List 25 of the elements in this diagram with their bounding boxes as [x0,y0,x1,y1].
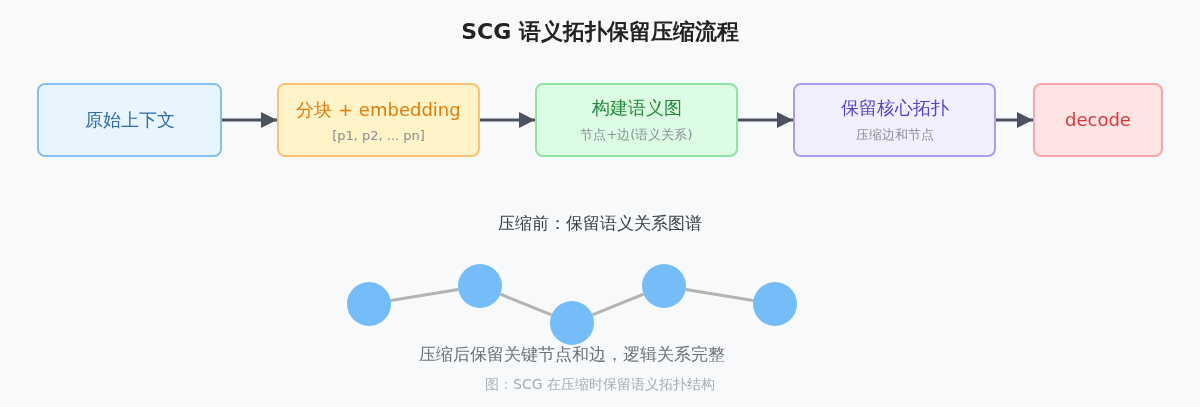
note-text: 压缩后保留关键节点和边，逻辑关系完整 [418,343,726,366]
box-title: decode [1065,108,1131,132]
box-title: 构建语义图 [591,96,682,120]
box-title: 保留核心拓扑 [840,96,949,120]
process-box [535,83,738,157]
box-title: 分块 + embedding [296,97,461,122]
arrow [222,112,277,128]
process-box [793,83,996,157]
diagram-title: SCG 语义拓扑保留压缩流程 [460,18,740,46]
arrow [480,112,535,128]
box-title: 原始上下文 [84,108,175,132]
connector-line [591,292,645,317]
connector-line [685,288,754,302]
box-subtitle: 节点+边(语义关系) [580,126,693,144]
arrow [738,112,793,128]
process-box [277,83,480,157]
arrow [996,112,1033,128]
note-text: 压缩前：保留语义关系图谱 [497,212,703,235]
figure-caption: 图：SCG 在压缩时保留语义拓扑结构 [484,376,716,394]
process-box [1033,83,1163,157]
connector-line [390,288,459,302]
box-subtitle: 压缩边和节点 [855,126,934,144]
connector-line [499,292,553,317]
box-subtitle: [p1, p2, ... pn] [332,127,425,143]
process-box [37,83,222,157]
